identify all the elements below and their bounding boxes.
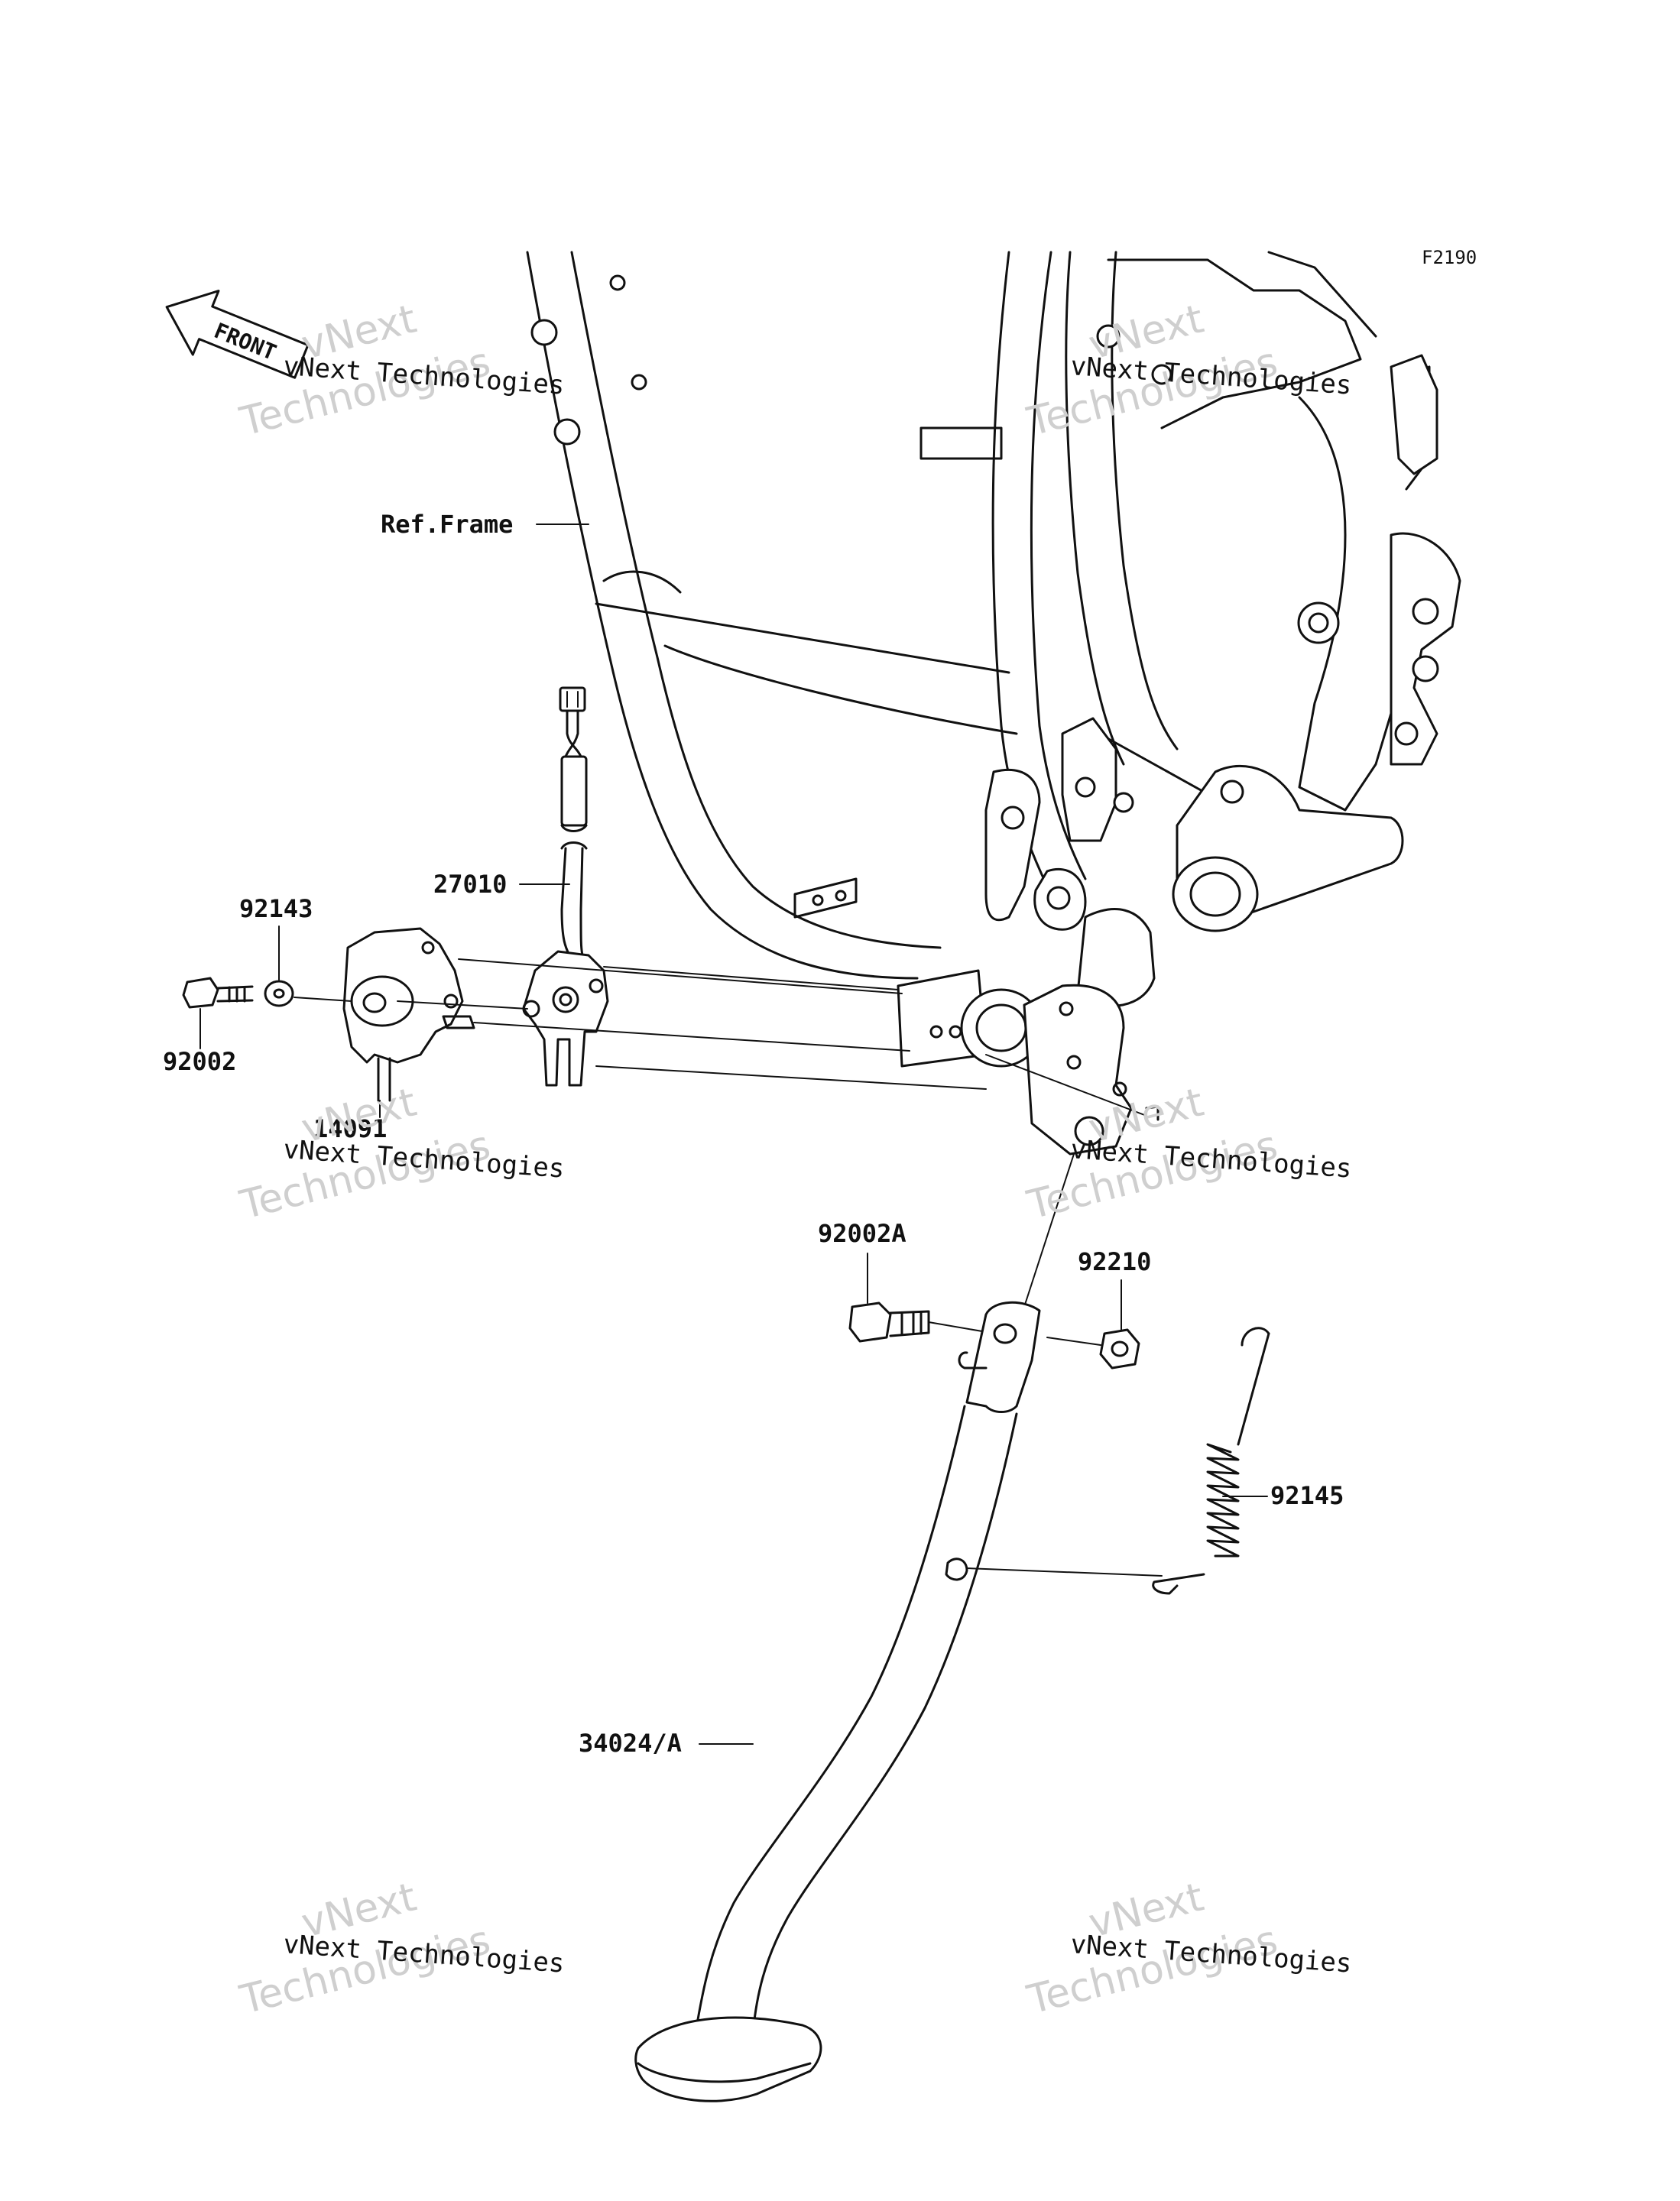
label-27010: 27010	[433, 870, 507, 899]
side-stand	[634, 1153, 1075, 2102]
switch-cover	[342, 927, 475, 1102]
nut-92210	[1099, 1328, 1140, 1370]
label-92002: 92002	[163, 1047, 236, 1076]
figure-code: F2190	[1422, 247, 1477, 268]
label-92002a: 92002A	[818, 1219, 906, 1248]
spring-92145	[1152, 1327, 1270, 1595]
assembly-lines	[294, 958, 1147, 1117]
bolt-92002a	[848, 1301, 930, 1343]
washer-92143	[264, 980, 294, 1007]
label-92210: 92210	[1078, 1247, 1151, 1276]
watermark-3: vNext Technologies vNext Technologies	[235, 1080, 566, 1229]
label-14091: 14091	[313, 1114, 387, 1143]
label-ref-frame: Ref.Frame	[381, 510, 513, 539]
label-92145: 92145	[1270, 1481, 1344, 1510]
bolt-92002	[182, 977, 254, 1009]
label-92143: 92143	[239, 894, 313, 923]
watermark-1: vNext Technologies vNext Technologies	[235, 297, 566, 446]
watermark-2: vNext Technologies vNext Technologies	[1023, 297, 1353, 446]
side-stand-switch	[522, 686, 609, 1087]
watermark-5: vNext Technologies vNext Technologies	[235, 1875, 566, 2024]
watermark-6: vNext Technologies vNext Technologies	[1023, 1875, 1353, 2024]
frame-illustration	[526, 251, 1461, 1156]
label-34024-a: 34024/A	[579, 1729, 682, 1758]
